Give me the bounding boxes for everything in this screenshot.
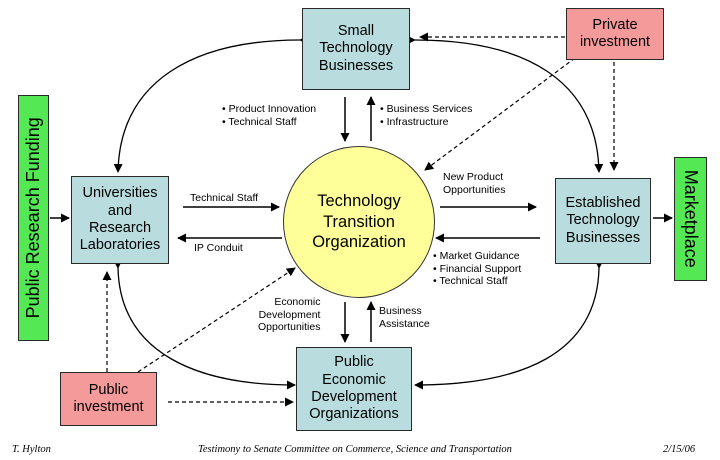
dash-public-to-ttc — [137, 267, 296, 373]
footer-date: 2/15/06 — [663, 444, 696, 455]
curve-established-public — [414, 259, 604, 390]
established-technology-businesses-node: Established Technology Businesses — [555, 178, 651, 264]
label-economic-development-opportunities: Economic Development Opportunities — [258, 296, 321, 334]
dash-private-to-ttc — [424, 57, 576, 171]
label-ip-conduit: IP Conduit — [194, 242, 243, 254]
public-economic-development-node: Public Economic Development Organization… — [296, 347, 412, 431]
public-research-funding-bar: Public Research Funding — [18, 95, 49, 341]
label-technical-staff: Technical Staff — [190, 192, 259, 204]
label-product-innovation: • Product Innovation • Technical Staff — [222, 103, 317, 128]
label-business-services: • Business Services • Infrastructure — [380, 103, 473, 128]
public-research-funding-label: Public Research Funding — [22, 117, 43, 319]
universities-research-labs-node: Universities and Research Laboratories — [71, 176, 169, 264]
public-investment-node: Public investment — [60, 372, 157, 426]
marketplace-label: Marketplace — [681, 169, 702, 269]
label-new-product-opportunities: New Product Opportunities — [443, 171, 506, 196]
marketplace-bar: Marketplace — [674, 157, 707, 281]
curve-univ-public — [113, 259, 296, 390]
label-business-assistance: Business Assistance — [379, 305, 430, 330]
curve-small-established — [406, 35, 604, 173]
technology-transition-organization-node: Technology Transition Organization — [283, 146, 435, 298]
private-investment-node: Private investment — [566, 8, 664, 60]
curve-small-univ — [113, 35, 309, 173]
small-technology-businesses-node: Small Technology Businesses — [302, 8, 410, 90]
footer-title: Testimony to Senate Committee on Commerc… — [198, 444, 512, 455]
label-market-guidance: • Market Guidance • Financial Support • … — [433, 250, 522, 288]
footer-author: T. Hylton — [12, 444, 51, 455]
